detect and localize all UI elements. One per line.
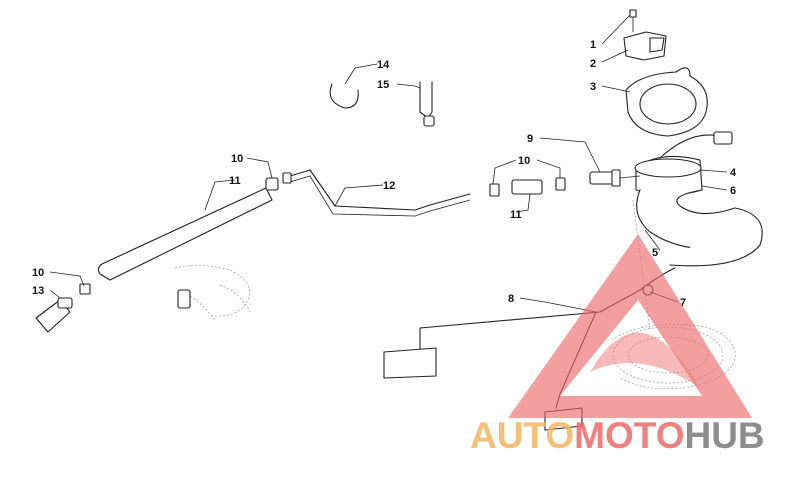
- quick-connector-part: [35, 297, 73, 333]
- callout-7: 7: [680, 297, 686, 309]
- hose-clamp-part: [79, 283, 91, 295]
- hose-hanger-part: [419, 81, 435, 127]
- watermark-text: AUTOMOTOHUB: [470, 415, 765, 456]
- watermark-text-auto: AUTO: [470, 415, 574, 456]
- callout-3: 3: [590, 81, 596, 93]
- short-fuel-hose-part: [511, 179, 543, 195]
- quick-connect-fitting-part: [589, 169, 641, 187]
- watermark-text-hub: HUB: [684, 415, 764, 456]
- callout-5: 5: [652, 247, 658, 259]
- watermark-text-moto: MOTO: [574, 415, 684, 456]
- hose-clip-part: [329, 83, 359, 109]
- callout-labels: 1 2 3 4 5 6 7 8 9 10 10 10 11 11 12 13 1…: [32, 39, 737, 309]
- callout-13: 13: [32, 285, 44, 297]
- callout-11-left: 11: [229, 175, 241, 187]
- gasket-plate-part: [625, 67, 708, 137]
- fuel-pump-assembly-part: [634, 131, 763, 267]
- callout-12: 12: [383, 180, 395, 192]
- callout-8: 8: [508, 293, 514, 305]
- callout-1: 1: [590, 39, 596, 51]
- callout-11-center: 11: [510, 209, 522, 221]
- frame-ghost-outline: [174, 265, 251, 321]
- callout-15: 15: [377, 79, 389, 91]
- long-fuel-hose-part: [97, 177, 279, 281]
- callout-4: 4: [730, 167, 737, 179]
- callout-14: 14: [377, 59, 390, 71]
- callout-10-center: 10: [518, 155, 530, 167]
- fuel-line-part: [282, 169, 471, 217]
- watermark-logo: AUTOMOTOHUB: [470, 234, 765, 456]
- callout-6: 6: [730, 185, 736, 197]
- callout-2: 2: [590, 58, 596, 70]
- watermark-triangle-icon: [508, 234, 752, 418]
- callout-9: 9: [527, 133, 533, 145]
- callout-10-upper-left: 10: [231, 153, 243, 165]
- hose-clamp-part: [555, 177, 566, 191]
- callout-10-lower-left: 10: [32, 267, 44, 279]
- cap-screw-part: [629, 9, 637, 32]
- mounting-bracket-part: [623, 31, 667, 61]
- hose-clamp-part: [489, 183, 500, 197]
